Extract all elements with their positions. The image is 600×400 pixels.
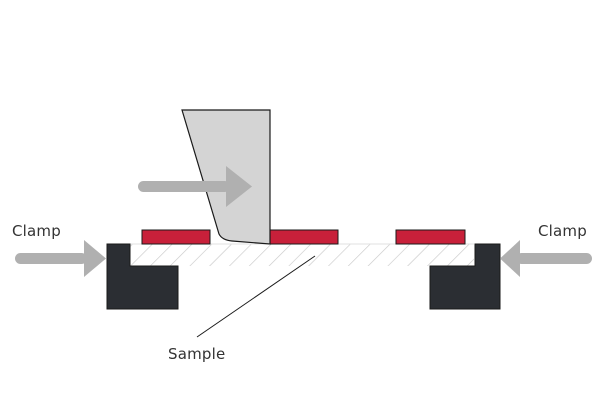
clamp-left-label: Clamp xyxy=(12,222,61,240)
right-clamp-arrow xyxy=(500,240,592,277)
contact-pad-left xyxy=(141,229,211,245)
left-clamp xyxy=(106,243,179,310)
tool-motion-arrow xyxy=(138,166,252,207)
sample-leader-line xyxy=(196,255,316,338)
sample-label: Sample xyxy=(168,345,225,363)
sample-strip xyxy=(128,243,474,266)
right-clamp xyxy=(429,243,501,310)
clamp-right-label: Clamp xyxy=(538,222,587,240)
contact-pad-middle xyxy=(268,229,339,245)
contact-pad-right xyxy=(395,229,466,245)
left-clamp-arrow xyxy=(15,240,106,277)
